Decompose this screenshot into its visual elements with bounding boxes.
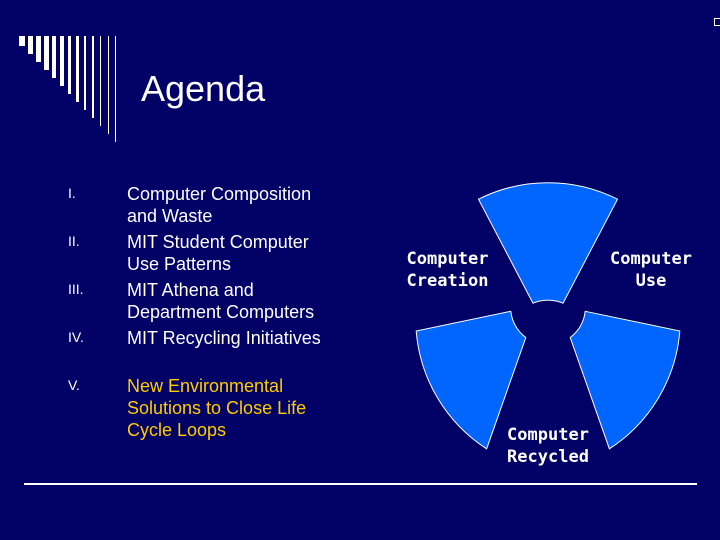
agenda-item: Computer Composition and Waste	[127, 184, 312, 226]
footer-divider	[24, 483, 697, 485]
agenda-item: MIT Athena and Department Computers	[127, 280, 315, 322]
segment-top	[477, 182, 619, 304]
label-computer-use: Computer Use	[610, 249, 692, 291]
agenda-numeral: III.	[68, 281, 84, 297]
segment-right	[569, 310, 681, 450]
stripe-decoration	[19, 36, 116, 142]
agenda-item-highlighted: New Environmental Solutions to Close Lif…	[127, 376, 307, 440]
agenda-item: MIT Student Computer Use Patterns	[127, 232, 309, 274]
agenda-numeral: I.	[68, 185, 76, 201]
agenda-numeral: IV.	[68, 329, 84, 345]
corner-square-decoration	[714, 18, 720, 26]
slide-title: Agenda	[141, 68, 266, 109]
agenda-numeral: V.	[68, 377, 80, 393]
label-computer-recycled: Computer Recycled	[507, 425, 589, 467]
agenda-numeral: II.	[68, 233, 80, 249]
agenda-item: MIT Recycling Initiatives	[127, 328, 321, 348]
segment-left	[415, 310, 527, 450]
label-computer-creation: Computer Creation	[406, 249, 489, 291]
